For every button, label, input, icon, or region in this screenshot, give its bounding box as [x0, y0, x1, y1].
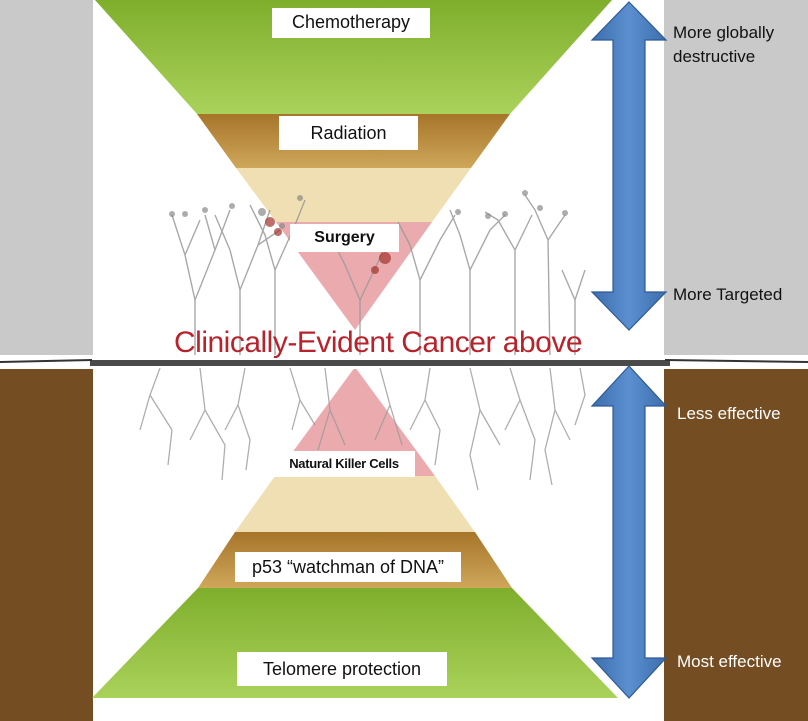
surgery-label: Surgery [290, 224, 399, 252]
most-effective-label: Most effective [677, 652, 782, 671]
clinically-evident-cancer-headline: Clinically-Evident Cancer above [173, 326, 583, 359]
left-gray-panel [0, 0, 93, 355]
telomere-band [92, 588, 618, 698]
less-effective-label: Less effective [677, 404, 781, 423]
more-targeted-label: More Targeted [673, 285, 783, 304]
right-brown-panel [664, 369, 808, 721]
bottom-double-arrow [590, 365, 668, 699]
chemotherapy-band [95, 0, 612, 114]
radiation-label: Radiation [279, 116, 418, 150]
chemotherapy-label: Chemotherapy [272, 8, 430, 38]
roots-illustration [139, 367, 586, 491]
ground-edge-left [0, 359, 93, 363]
top-double-arrow [590, 1, 668, 331]
tan-band-top [236, 168, 471, 222]
p53-label: p53 “watchman of DNA” [235, 552, 461, 582]
more-globally-destructive-label: More globally destructive [673, 23, 775, 66]
left-brown-panel [0, 369, 93, 721]
red-foliage-clusters [265, 217, 391, 274]
natural-killer-cells-label: Natural Killer Cells [273, 451, 415, 477]
tan-band-bottom [235, 476, 475, 532]
nk-cells-triangle [275, 367, 435, 476]
telomere-protection-label: Telomere protection [237, 652, 447, 686]
soil-stripe [90, 360, 670, 366]
ground-edge-right [664, 359, 808, 363]
right-gray-panel [664, 0, 808, 355]
tree-canopy-illustration [171, 194, 586, 361]
